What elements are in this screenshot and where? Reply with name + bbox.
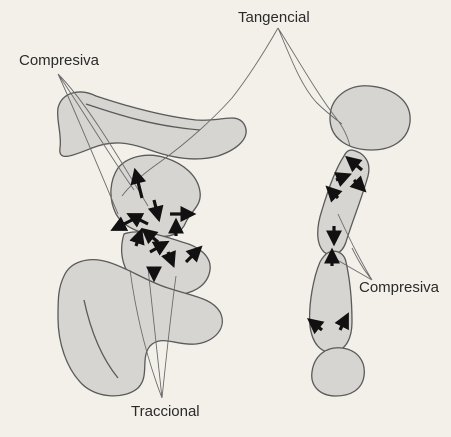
lower-right-head [312,348,365,396]
right-bone-assembly [310,86,411,396]
upper-left-bone [58,92,247,159]
compresiva-left-label: Compresiva [19,52,99,69]
right-upper-shaft [318,150,369,255]
upper-right-head [330,86,410,150]
compresiva-right-label: Compresiva [359,279,439,296]
traccional-label: Traccional [131,403,200,420]
right-lower-shaft [310,251,352,352]
tangencial-label: Tangencial [238,9,310,26]
